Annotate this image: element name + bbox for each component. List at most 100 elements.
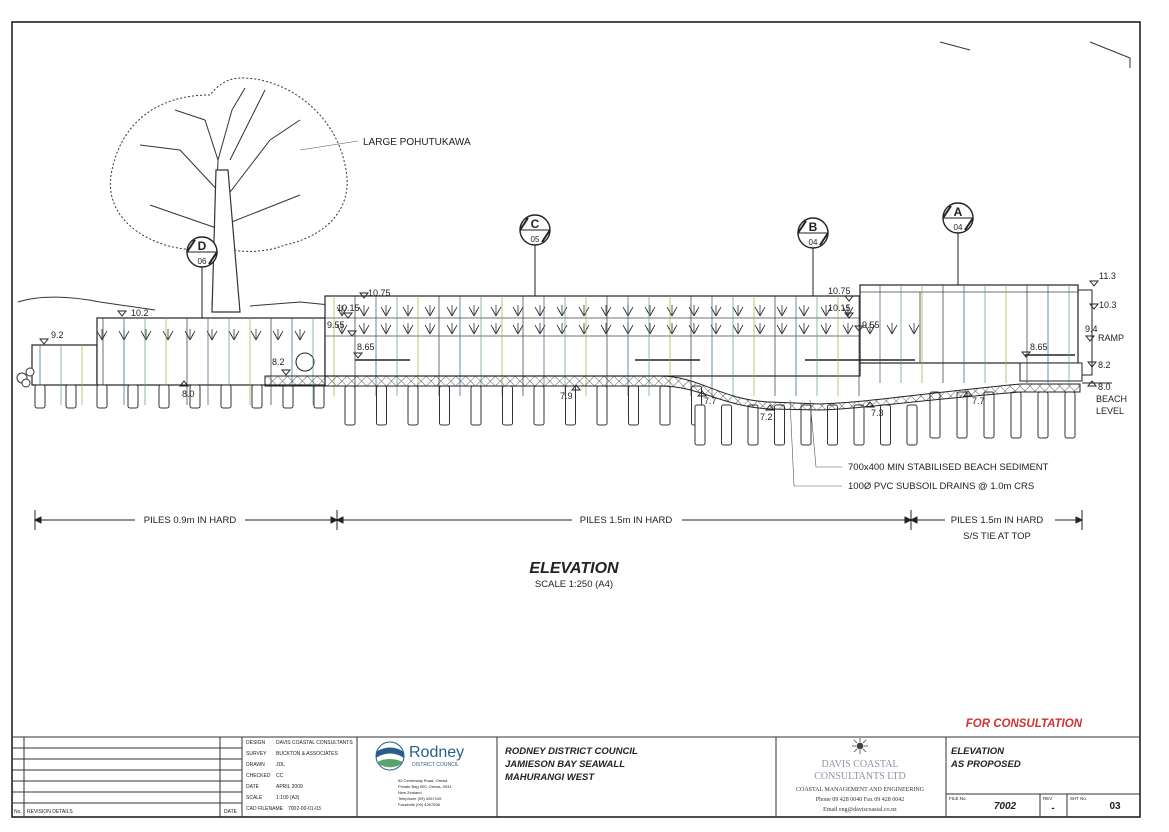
- pile: [853, 404, 865, 446]
- plant-icon: [732, 323, 744, 335]
- level-label: 10.75: [368, 288, 391, 298]
- pile: [65, 384, 77, 409]
- sun-icon: [852, 738, 868, 754]
- level-label: 7.2: [760, 412, 773, 422]
- level-label: 8.2: [272, 357, 285, 367]
- plant-icon: [886, 323, 898, 335]
- consultant-phone: Phone 09 428 0040 Fax 09 428 0042: [816, 797, 905, 803]
- marker-b-sheet: 04: [809, 238, 818, 247]
- tree-icon: [109, 77, 348, 313]
- plant-icon: [820, 323, 832, 335]
- plant-icon: [358, 305, 370, 317]
- note-sediment: 700x400 MIN STABILISED BEACH SEDIMENT: [848, 462, 1049, 473]
- drawing-title-line-2: AS PROPOSED: [950, 759, 1021, 770]
- pile: [189, 384, 201, 409]
- pile: [1064, 391, 1076, 439]
- drawing-fields: DESIGN DAVIS COASTAL CONSULTANTS SURVEY …: [246, 740, 353, 812]
- pile-segment-1-label: PILES 0.9m IN HARD: [144, 515, 237, 526]
- plant-icon: [402, 305, 414, 317]
- plant-icon: [446, 305, 458, 317]
- project-line-1: RODNEY DISTRICT COUNCIL: [505, 746, 638, 757]
- plant-icon: [908, 323, 920, 335]
- marker-d-sheet: 06: [198, 257, 207, 266]
- pile: [313, 384, 325, 409]
- level-label: 10.15: [337, 303, 360, 313]
- plant-icon: [798, 305, 810, 317]
- pile: [34, 384, 46, 409]
- pile: [96, 384, 108, 409]
- file-number-label: FILE No.: [949, 796, 967, 801]
- plant-icon: [380, 323, 392, 335]
- plant-icon: [446, 323, 458, 335]
- pile: [906, 404, 918, 446]
- view-scale: SCALE 1:250 (A4): [535, 579, 613, 590]
- pile: [721, 404, 732, 446]
- plant-icon: [798, 323, 810, 335]
- plant-icon: [754, 305, 766, 317]
- sheet-number-value: 03: [1109, 801, 1121, 812]
- plant-icon: [666, 323, 678, 335]
- pile: [596, 385, 608, 426]
- ground-line: [17, 296, 331, 311]
- view-title: ELEVATION: [529, 560, 619, 577]
- pile: [502, 385, 513, 426]
- plant-icon: [402, 323, 414, 335]
- plant-icon: [600, 323, 612, 335]
- tree-label: LARGE POHUTUKAWA: [363, 137, 471, 148]
- level-label: 10.2: [131, 308, 149, 318]
- plant-icon: [228, 329, 240, 341]
- level-label: RAMP: [1098, 333, 1124, 343]
- seawall-elevation: [16, 284, 1093, 388]
- pile: [1037, 391, 1049, 439]
- plant-icon: [578, 305, 590, 317]
- consultant-logo: DAVIS COASTAL CONSULTANTS LTD COASTAL MA…: [796, 738, 925, 813]
- revision-details-header: REVISION DETAILS: [27, 809, 73, 815]
- pile-segment-3-note: S/S TIE AT TOP: [963, 531, 1031, 542]
- level-label: 8.65: [357, 342, 375, 352]
- plant-icon: [754, 323, 766, 335]
- level-label: 9.55: [327, 320, 345, 330]
- plant-icon: [688, 323, 700, 335]
- pile: [533, 385, 545, 426]
- level-label: 10.15: [828, 303, 851, 313]
- level-label: 8.0: [182, 389, 195, 399]
- pile: [827, 404, 838, 446]
- rev-label: REV: [1043, 796, 1052, 801]
- revision-no-header: No.: [14, 809, 22, 815]
- pile: [439, 385, 450, 426]
- pile: [800, 404, 812, 446]
- council-address-line: 50 Centreway Road, Orewa: [398, 778, 448, 783]
- field-checked-label: CHECKED: [246, 773, 271, 779]
- plant-icon: [468, 305, 480, 317]
- plant-icon: [380, 305, 392, 317]
- plant-icon: [776, 305, 788, 317]
- pile: [344, 385, 356, 426]
- rodney-logo: Rodney DISTRICT COUNCIL 50 Centreway Roa…: [375, 741, 464, 807]
- plant-icon: [776, 323, 788, 335]
- field-cad-value: 7002-00-01-03: [288, 806, 321, 812]
- council-address-line: Private Bag 500, Orewa, 0931: [398, 784, 452, 789]
- level-label: 8.2: [1098, 360, 1111, 370]
- drawing-title-line-1: ELEVATION: [951, 746, 1005, 757]
- pile: [747, 404, 759, 446]
- note-drains: 100Ø PVC SUBSOIL DRAINS @ 1.0m CRS: [848, 481, 1034, 492]
- title-block: No. REVISION DETAILS DATE DESIGN DAVIS C…: [12, 736, 1140, 817]
- council-address-line: Facsimile (09) 4267098: [398, 802, 441, 807]
- plant-icon: [864, 323, 876, 335]
- corner-mark-left: [939, 41, 971, 51]
- marker-c-letter: C: [531, 217, 540, 231]
- section-marker-b: B 04: [797, 217, 829, 296]
- status-stamp: FOR CONSULTATION: [966, 718, 1083, 730]
- field-survey-value: BUCKTON & ASSOCIATES: [276, 751, 338, 757]
- pile: [929, 391, 941, 439]
- plant-icon: [666, 305, 678, 317]
- field-drawn-label: DRAWN: [246, 762, 265, 768]
- pile: [659, 385, 671, 426]
- level-label: BEACH: [1096, 394, 1127, 404]
- plant-icon: [272, 329, 284, 341]
- pile: [983, 391, 995, 439]
- field-design-value: DAVIS COASTAL CONSULTANTS: [276, 740, 353, 746]
- marker-a-letter: A: [954, 205, 963, 219]
- field-date-label: DATE: [246, 784, 260, 790]
